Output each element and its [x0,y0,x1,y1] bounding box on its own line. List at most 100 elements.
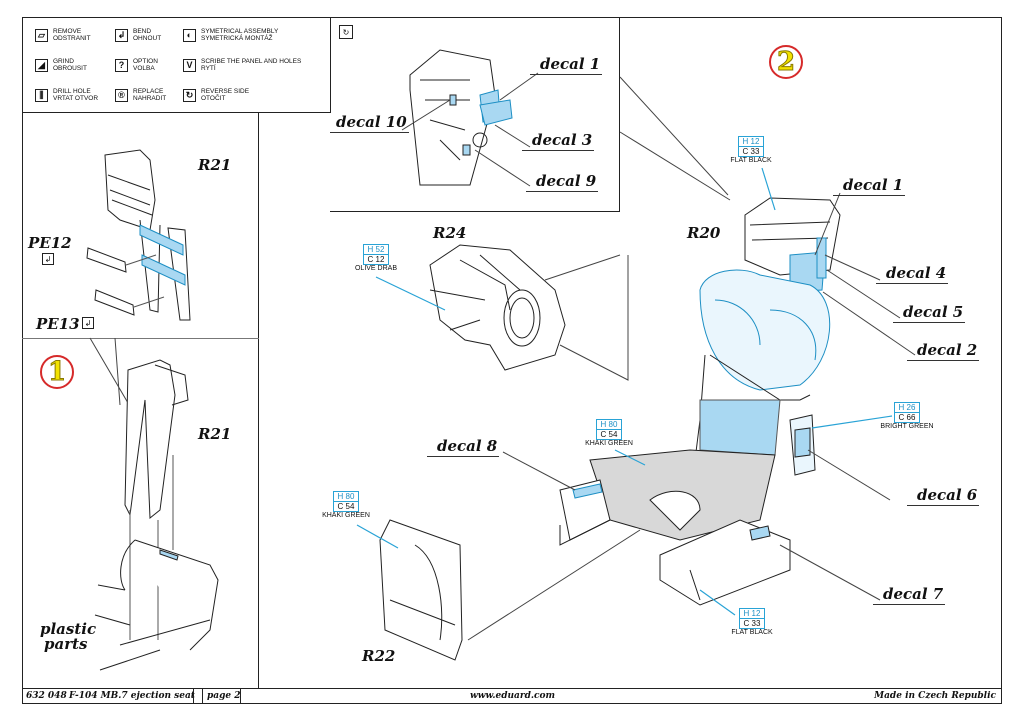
legend-label: BEND [133,28,152,35]
product-title: 632 048 [26,691,67,701]
paint-code-humbrol: H 52 [362,244,390,255]
plastic-parts-label-line1: plastic [40,620,97,638]
page-number: page 2 [207,691,241,701]
drill-hole-icon: ⫼ [35,88,48,102]
made-in-label: Made in Czech Republic [874,691,996,701]
step1-panel-top-border [22,338,259,339]
decal-7-label: decal 7 [873,585,946,605]
bend-icon: ↲ [115,28,128,42]
paint-callout-bottle: H 26 C 66 BRIGHT GREEN [872,402,942,431]
replace-icon: ® [115,88,128,102]
left-panel-right-border [258,112,259,688]
legend-label-cz: OHNOUT [133,35,162,42]
inset-decal-10: decal 10 [330,113,409,133]
paint-name: FLAT BLACK [731,629,773,636]
paint-code-mr-color: C 12 [362,255,390,265]
step-1-badge: 1 [40,355,74,389]
legend-label-cz: OTOČIT [201,95,226,102]
r20-seat-drawing [559,197,841,606]
r24-headrest-drawing [429,244,629,381]
paint-callout-base: H 12 C 33 FLAT BLACK [720,608,784,637]
legend-label: SCRIBE THE PANEL AND HOLES [201,58,302,65]
legend-label-cz: NAHRADIT [133,95,167,102]
legend-label: REMOVE [53,28,82,35]
page-frame [22,17,1002,704]
scribe-icon: V [183,58,196,72]
r21-frame-drawing [104,149,191,321]
decal-6-label: decal 6 [907,486,980,506]
part-label-r22: R22 [362,647,396,665]
grind-icon: ◢ [35,58,48,72]
part-label-pe13: PE13 [36,315,80,333]
paint-code-humbrol: H 80 [595,419,623,430]
remove-icon: ▱ [35,28,48,42]
paint-code-mr-color: C 33 [737,147,765,157]
plastic-parts-drawing [94,539,219,671]
reverse-side-icon: ↻ [183,88,196,102]
footer-divider [193,689,194,704]
bend-icon: ↲ [42,253,54,265]
part-label-pe12: PE12 [28,234,72,252]
product-name: F-104 MB.7 ejection seat [69,691,195,701]
legend-label-cz: ODSTRANIT [53,35,91,42]
paint-callout-cushion: H 80 C 54 KHAKI GREEN [577,419,641,448]
plastic-parts-label-line2: parts [44,635,88,653]
decal-2-label: decal 2 [907,341,980,361]
part-label-r21-top: R21 [198,156,232,174]
paint-callout-r22: H 80 C 54 KHAKI GREEN [314,491,378,520]
inset-decal-9: decal 9 [526,172,599,192]
legend-label-cz: VOLBA [133,65,155,72]
inset-decal-1: decal 1 [530,55,603,75]
r22-cushion-drawing [379,519,641,661]
decal-4-label: decal 4 [876,264,949,284]
paint-code-humbrol: H 12 [738,608,766,619]
symmetrical-assembly-icon: ◐ [183,28,196,42]
pe13-part-drawing [94,289,165,316]
inset-detail-panel [330,17,620,212]
part-label-r21-bottom: R21 [198,425,232,443]
paint-code-humbrol: H 12 [737,136,765,147]
paint-name: KHAKI GREEN [322,512,370,519]
footer-divider [240,689,241,704]
step-2-badge: 2 [769,45,803,79]
part-label-r24: R24 [433,224,467,242]
paint-callout-r24: H 52 C 12 OLIVE DRAB [347,244,405,273]
inset-decal-3: decal 3 [522,131,595,151]
decal-5-label: decal 5 [893,303,966,323]
paint-callout-r20-top: H 12 C 33 FLAT BLACK [722,136,780,165]
paint-code-humbrol: H 26 [893,402,921,413]
legend-label-cz: SYMETRICKÁ MONTÁŽ [201,35,273,42]
paint-code-mr-color: C 54 [332,502,360,512]
part-label-r20: R20 [687,224,721,242]
paint-code-humbrol: H 80 [332,491,360,502]
legend-label: GRIND [53,58,74,65]
option-icon: ? [115,58,128,72]
inset-seat-top-drawing [409,49,513,186]
legend-label: DRILL HOLE [53,88,91,95]
legend-label: SYMETRICAL ASSEMBLY [201,28,279,35]
paint-name: OLIVE DRAB [354,265,397,272]
paint-code-mr-color: C 33 [738,619,766,629]
paint-name: KHAKI GREEN [585,440,633,447]
footer-divider [202,689,203,704]
legend-label: REVERSE SIDE [201,88,250,95]
page-footer: 632 048 F-104 MB.7 ejection seat page 2 … [22,688,1002,704]
decal-8-label: decal 8 [427,437,500,457]
legend-label-cz: RYTÍ [201,65,216,72]
website-link[interactable]: www.eduard.com [470,691,556,701]
bend-icon: ↲ [82,317,94,329]
paint-code-mr-color: C 66 [893,413,921,423]
paint-name: FLAT BLACK [730,157,772,164]
legend-label: OPTION [133,58,158,65]
